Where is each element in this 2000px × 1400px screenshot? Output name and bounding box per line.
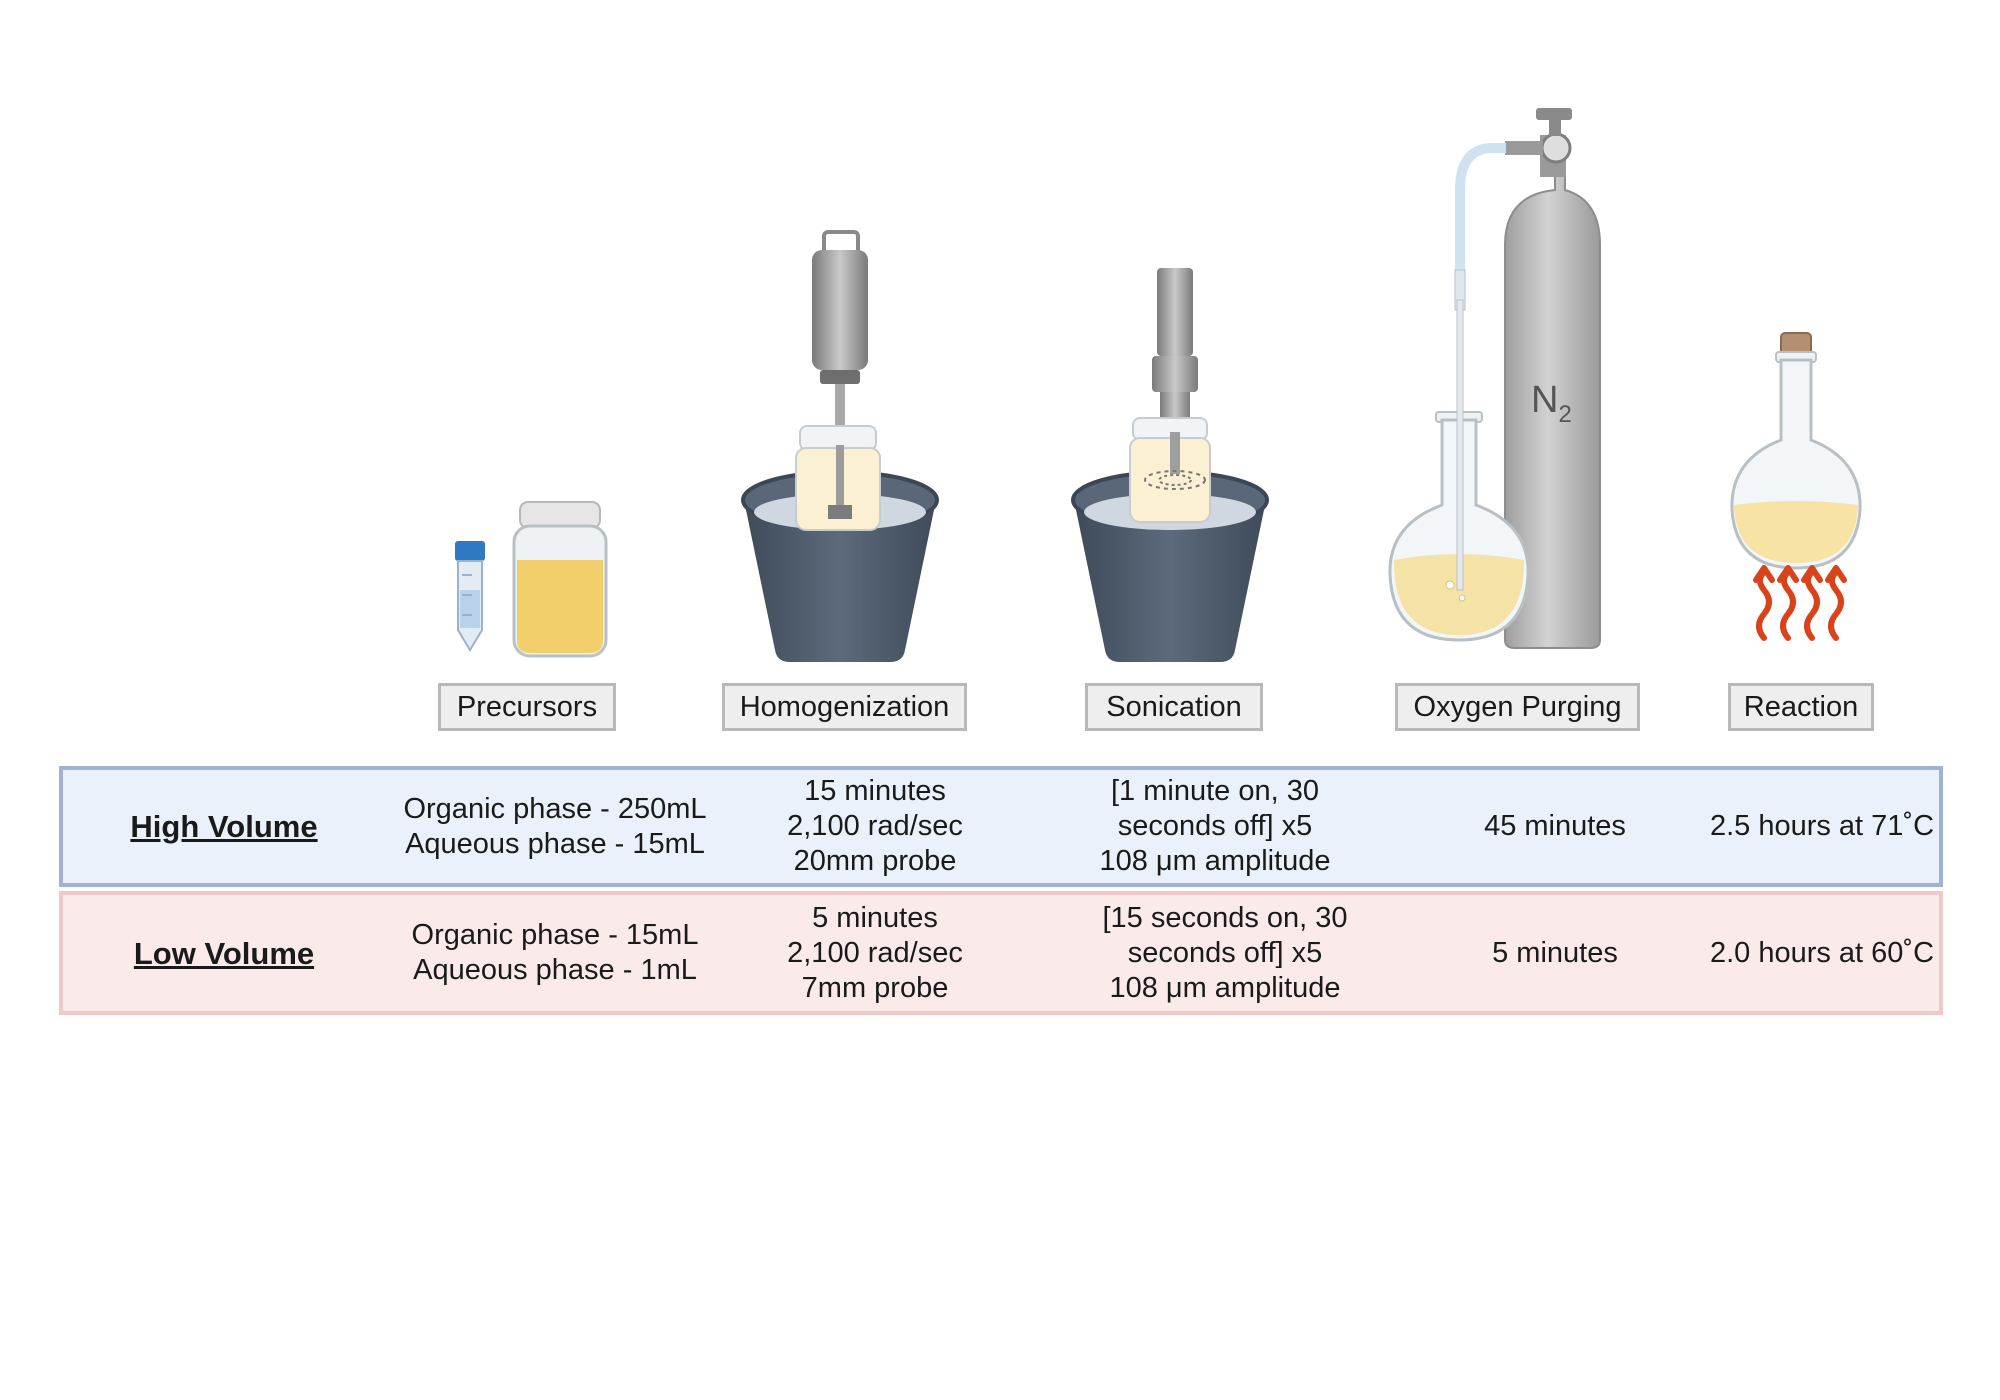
cell-line: 15 minutes [804,775,946,807]
cell-line: [1 minute on, 30 [1111,775,1319,807]
row-title-text: Low Volume [133,935,315,971]
oxygen-purging-illustration: N2 [1388,108,1601,649]
cell-line: Organic phase - 250mL [403,792,707,825]
sonication-illustration [1071,268,1269,662]
falcon-tube-icon [455,541,485,652]
nitrogen-cylinder-icon: N2 [1504,108,1601,649]
homogenizer-jar-icon [795,425,881,531]
step-label-homogenization: Homogenization [722,683,967,731]
reaction-flask-icon [1730,332,1862,570]
precursors-illustration [455,501,608,658]
reaction-illustration [1730,332,1862,641]
cell-line: 5 minutes [812,901,938,934]
cell-line: 108 μm amplitude [1099,845,1331,877]
step-label-sonication: Sonication [1085,683,1263,731]
ice-bucket-icon [1071,470,1269,662]
precursor-jar-icon [512,501,608,658]
step-label-oxygen-purging: Oxygen Purging [1395,683,1640,731]
cell-line: 7mm probe [801,971,949,1004]
cell-line: 5 minutes [1492,936,1618,969]
heat-arrows-icon [1753,565,1847,641]
row-title: Low Volume [63,895,385,1011]
cell-line: Aqueous phase - 15mL [405,827,705,860]
reaction-cell: 2.5 hours at 71˚C [1705,770,1939,883]
cell-line: Organic phase - 15mL [411,919,699,951]
purging-cell: 5 minutes [1405,895,1705,1011]
reaction-cell: 2.0 hours at 60˚C [1705,895,1939,1011]
cell-line: 2,100 rad/sec [787,936,963,969]
cell-line: Aqueous phase - 1mL [413,954,697,986]
row-title: High Volume [63,770,385,883]
cell-line: 2.5 hours at 71˚C [1709,810,1935,842]
step-label-reaction: Reaction [1728,683,1874,731]
cell-line: 108 μm amplitude [1109,971,1341,1004]
process-illustrations: N2 [455,108,1862,662]
cell-line: 2,100 rad/sec [787,810,963,842]
cell-line: [15 seconds on, 30 [1102,901,1348,934]
cell-line: 20mm probe [793,845,957,877]
cell-line: 2.0 hours at 60˚C [1709,936,1935,969]
purging-cell: 45 minutes [1405,770,1705,883]
homogenization-illustration [741,230,939,662]
round-flask-icon [1388,299,1530,642]
cylinder-label: N2 [1531,379,1572,428]
cell-line: seconds off] x5 [1117,810,1313,842]
cell-line: 45 minutes [1484,810,1626,842]
row-title-text: High Volume [130,809,318,844]
cell-line: seconds off] x5 [1127,936,1323,969]
step-label-precursors: Precursors [438,683,616,731]
sonication-jar-icon [1129,417,1211,523]
